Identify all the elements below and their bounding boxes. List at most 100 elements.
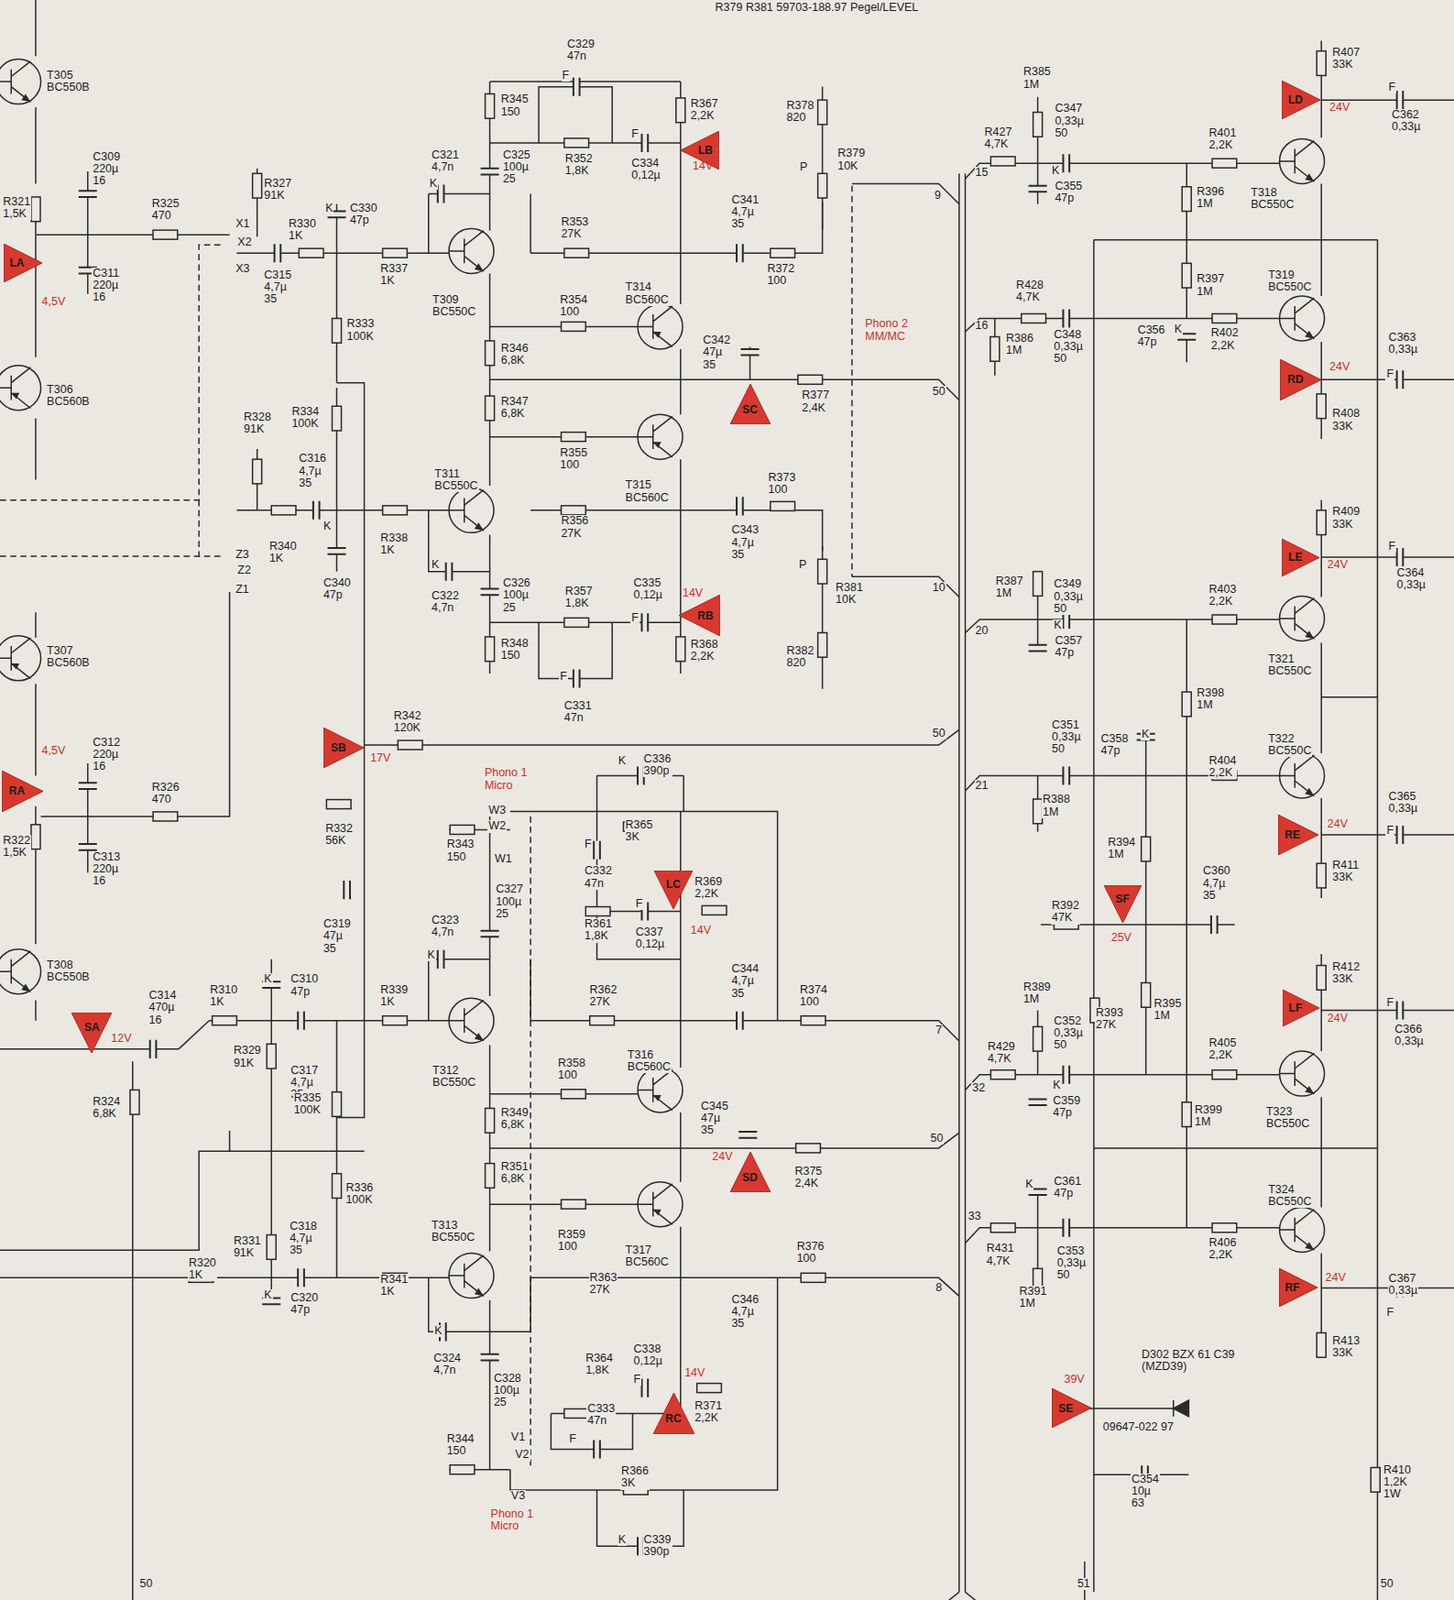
resistor-label: R429 4,7K xyxy=(986,1040,1017,1065)
triangle-shape xyxy=(654,870,693,909)
capacitor-plates xyxy=(437,950,445,969)
capacitor-gap xyxy=(1062,308,1070,328)
wire xyxy=(36,233,230,235)
pin-label: V1 xyxy=(510,1431,526,1444)
capacitor-symbol xyxy=(481,930,500,938)
capacitor-label: C320 47p xyxy=(289,1291,319,1316)
capacitor-plates xyxy=(1397,547,1404,567)
resistor-symbol xyxy=(1212,1070,1237,1080)
test-point-name: LA xyxy=(10,256,25,270)
resistor-label: R374 100 xyxy=(798,983,829,1008)
capacitor-plates xyxy=(78,843,98,851)
pin-label: K xyxy=(322,520,332,533)
pin-label: F xyxy=(1388,81,1398,94)
connector-number: 50 xyxy=(931,385,947,398)
capacitor-symbol xyxy=(642,612,649,632)
capacitor-plates xyxy=(481,168,500,175)
capacitor-gap xyxy=(1397,547,1404,567)
pin-label: F xyxy=(1388,540,1398,553)
capacitor-label: C367 0,33µ xyxy=(1388,1272,1420,1297)
pin-label: F xyxy=(1385,996,1395,1009)
test-point-triangle: SE xyxy=(1051,1388,1092,1428)
transistor-body xyxy=(637,1067,683,1113)
resistor-symbol xyxy=(382,248,408,258)
resistor-label: R341 1K xyxy=(379,1273,409,1298)
wire xyxy=(679,1226,681,1430)
transistor-leads xyxy=(1279,297,1315,339)
diode-label: D302 BZX 61 C39 (MZD39) xyxy=(1140,1348,1240,1373)
pin-label: F xyxy=(583,838,593,851)
resistor-label: R404 2,2K xyxy=(1208,754,1238,779)
resistor-label: R322 1,5K xyxy=(1,834,32,859)
capacitor-label: C337 0,12µ xyxy=(634,926,667,951)
resistor-label: R353 27K xyxy=(559,216,590,241)
capacitor-label: C330 47p xyxy=(349,202,379,227)
connector-number: 50 xyxy=(931,727,947,740)
resistor-label: R369 2,2K xyxy=(693,875,723,900)
resistor-label: R385 1M xyxy=(1022,65,1052,90)
test-point-name: SD xyxy=(742,1170,758,1184)
test-point-triangle: LF xyxy=(1282,989,1320,1027)
capacitor-symbol xyxy=(1397,547,1404,567)
wire xyxy=(529,194,531,254)
wire xyxy=(489,1300,491,1470)
resistor-symbol xyxy=(585,907,611,917)
pin-label: P xyxy=(798,161,809,174)
capacitor-plates xyxy=(343,880,350,899)
resistor-label: R351 6,8K xyxy=(500,1160,530,1185)
connector-number: 20 xyxy=(974,624,990,637)
pin-label: F xyxy=(632,1373,642,1386)
transistor-body xyxy=(637,304,683,350)
resistor-symbol xyxy=(153,229,178,240)
resistor-symbol xyxy=(564,248,590,258)
resistor-label: R355 100 xyxy=(558,447,589,471)
test-point-triangle: RC xyxy=(653,1392,695,1434)
resistor-label: R336 100K xyxy=(344,1181,374,1206)
capacitor-gap xyxy=(297,1011,305,1030)
triangle-shape xyxy=(653,1392,695,1434)
resistor-label: R381 10K xyxy=(834,581,864,606)
capacitor-symbol xyxy=(437,950,445,969)
transistor-leads xyxy=(0,367,31,409)
test-point-triangle: LA xyxy=(3,243,43,283)
capacitor-symbol xyxy=(481,168,500,175)
capacitor-plates xyxy=(297,1011,305,1030)
capacitor-plates xyxy=(1397,370,1404,389)
transistor-label: T306 BC560B xyxy=(45,383,91,408)
transistor-arrow xyxy=(21,93,31,102)
capacitor-gap xyxy=(297,1268,305,1287)
wire xyxy=(1321,556,1454,558)
voltage-label: 14V xyxy=(683,1366,706,1379)
capacitor-gap xyxy=(593,1439,601,1458)
connector-number: 10 xyxy=(931,581,947,594)
transistor-label: T322 BC550C xyxy=(1267,732,1312,757)
pin-label: K xyxy=(1052,619,1062,632)
resistor-symbol xyxy=(990,337,1000,362)
resistor-symbol xyxy=(266,1235,276,1260)
transistor-body xyxy=(1279,1206,1325,1252)
pin-label: K xyxy=(1024,1178,1034,1191)
transistor-symbol xyxy=(448,1253,494,1299)
resistor-symbol xyxy=(252,459,263,484)
resistor-symbol xyxy=(382,505,408,515)
capacitor-label: C333 47n xyxy=(586,1402,616,1427)
resistor-label: R349 6,8K xyxy=(500,1106,530,1131)
resistor-label: R334 100K xyxy=(290,405,320,430)
capacitor-plates xyxy=(297,1268,305,1287)
transistor-arrow xyxy=(474,522,484,531)
transistor-symbol xyxy=(0,635,42,681)
transistor-leads xyxy=(0,951,31,993)
capacitor-plates xyxy=(593,1439,601,1458)
capacitor-plates xyxy=(736,243,744,263)
test-point-name: LB xyxy=(698,143,713,157)
capacitor-label: C338 0,12µ xyxy=(632,1343,664,1367)
capacitor-label: C309 220µ 16 xyxy=(91,151,121,187)
capacitor-symbol xyxy=(1397,1001,1404,1020)
wire xyxy=(682,775,684,811)
resistor-symbol xyxy=(1316,1332,1326,1357)
test-point-triangle: RF xyxy=(1279,1268,1318,1307)
triangle-shape xyxy=(1279,359,1322,401)
resistor-symbol xyxy=(1033,571,1043,597)
wire xyxy=(336,1020,338,1279)
wire xyxy=(229,1130,230,1151)
